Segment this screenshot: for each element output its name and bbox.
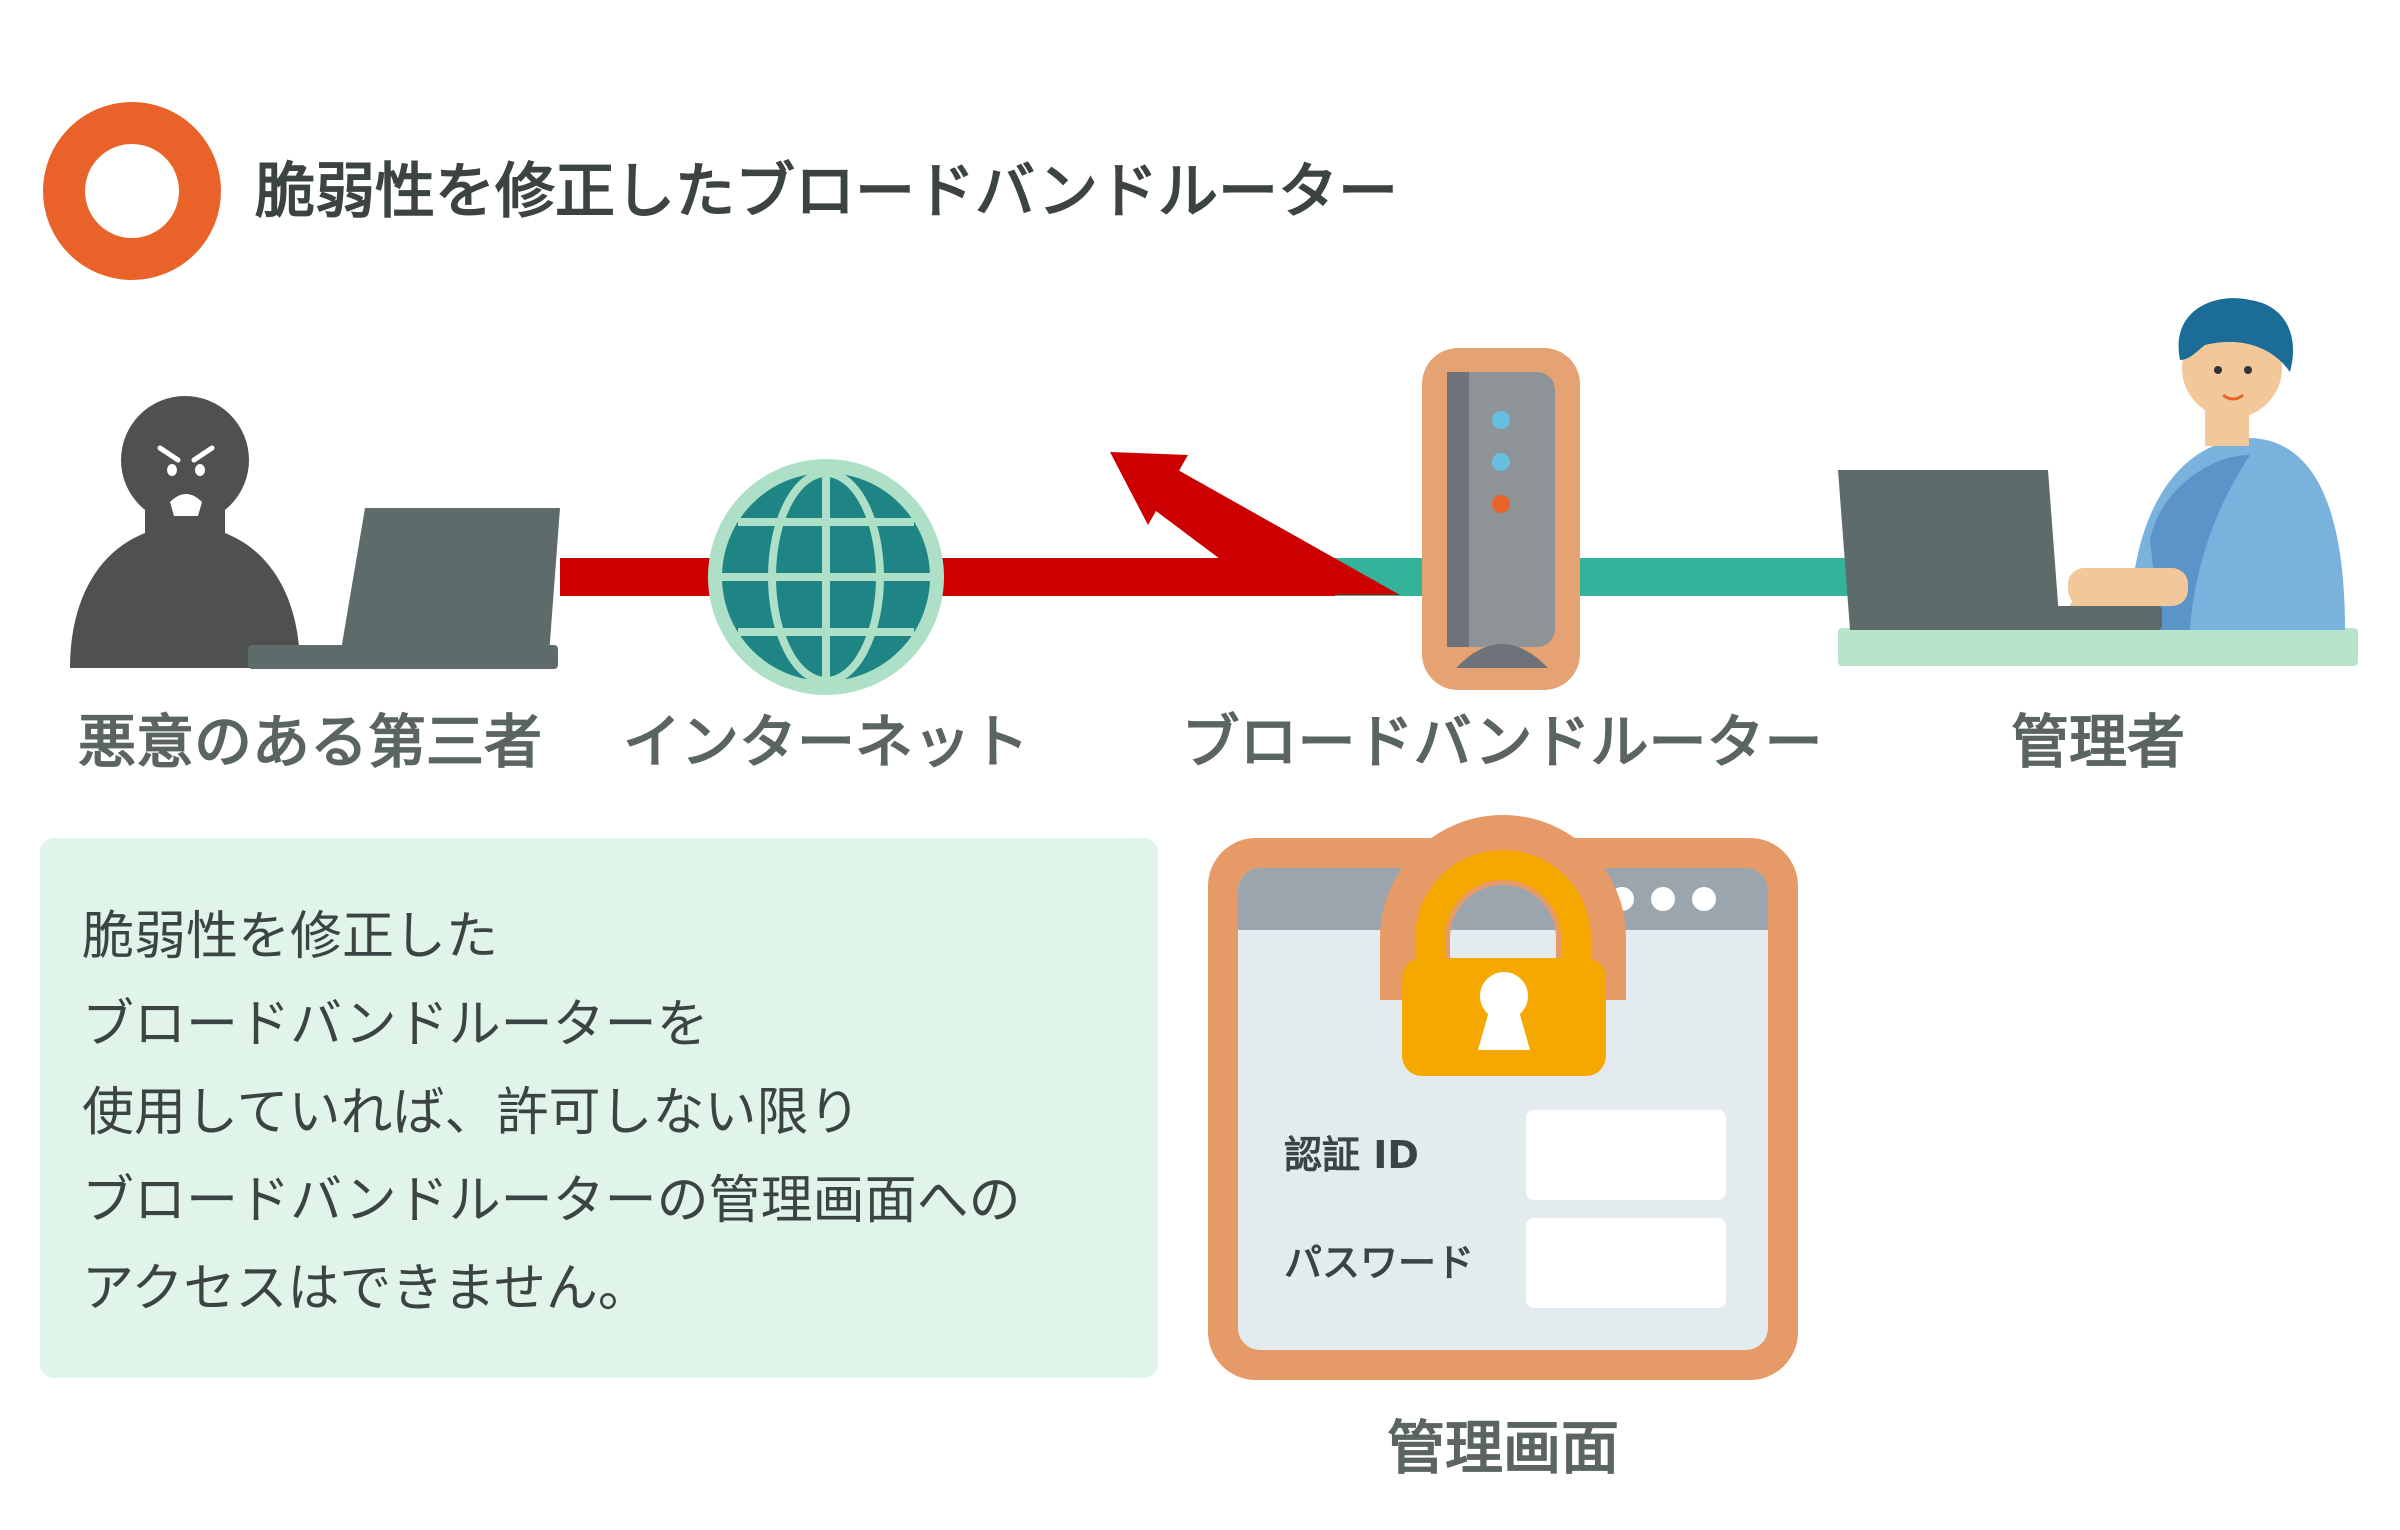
window-dot-3-icon (1692, 887, 1716, 911)
safe-line (1335, 558, 1880, 596)
password-input[interactable] (1526, 1218, 1726, 1308)
info-line-3: 使用していれば、許可しない限り (82, 1083, 860, 1143)
id-field-label: 認証 ID (1284, 1133, 1419, 1177)
info-box (40, 838, 1158, 1378)
administrator-label: 管理者 (2011, 708, 2185, 776)
internet-label: インターネット (623, 708, 1029, 776)
info-line-5: アクセスはできません。 (82, 1259, 650, 1319)
attacker-laptop-icon (248, 508, 560, 669)
router-label: ブロードバンドルーター (1182, 708, 1823, 776)
globe-icon (708, 459, 944, 695)
attacker-label: 悪意のある第三者 (78, 708, 542, 776)
blocked-arrow-shaft (1148, 470, 1400, 595)
blocked-arrow-head-icon (1110, 452, 1188, 525)
heading-title: 脆弱性を修正したブロードバンドルーター (254, 157, 1398, 227)
id-input[interactable] (1526, 1110, 1726, 1200)
attacker-figure-icon (70, 396, 300, 668)
ok-mark-icon (43, 102, 221, 280)
info-line-4: ブロードバンドルーターの管理画面への (82, 1171, 1021, 1231)
password-field-label: パスワード (1284, 1241, 1474, 1285)
info-line-2: ブロードバンドルーターを (82, 995, 709, 1055)
admin-screen-label: 管理画面 (1387, 1414, 1619, 1482)
administrator-figure-icon (1838, 298, 2358, 666)
administrator-laptop-icon (1838, 470, 2162, 630)
window-dot-2-icon (1651, 887, 1675, 911)
lock-icon (1380, 815, 1626, 1076)
info-line-1: 脆弱性を修正した (82, 907, 498, 967)
router-icon (1422, 348, 1580, 690)
